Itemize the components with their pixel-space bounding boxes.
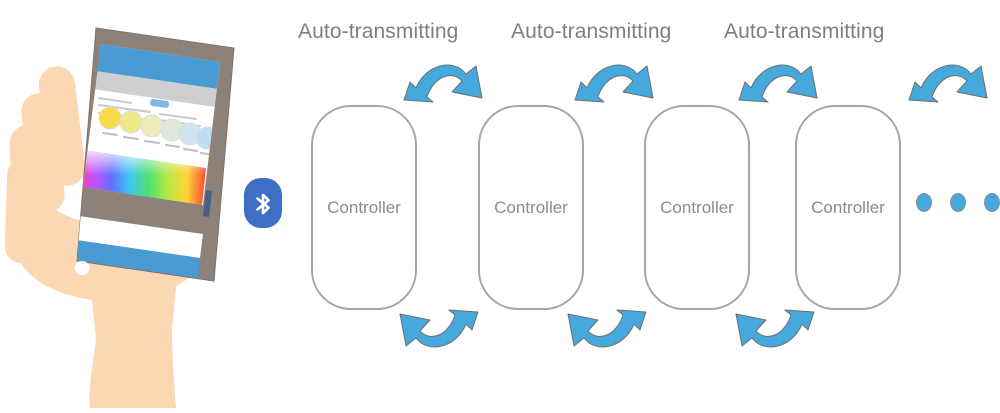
return-arrow-3-icon: [735, 309, 815, 348]
controller-label: Controller: [660, 197, 734, 217]
controller-chain: Auto-transmitting Auto-transmitting Auto…: [280, 0, 1000, 413]
controller-node-4[interactable]: Controller: [795, 105, 901, 310]
controller-label: Controller: [811, 197, 885, 217]
hand-holding-phone-illustration: [4, 27, 235, 408]
controller-node-3[interactable]: Controller: [644, 105, 750, 310]
app-nav-bar: [92, 71, 218, 107]
controller-label: Controller: [327, 197, 401, 217]
auto-transmit-arrow-1-icon: [403, 64, 483, 103]
controller-node-1[interactable]: Controller: [311, 105, 417, 310]
app-status-bar: [95, 44, 220, 89]
continuation-dot: [916, 192, 932, 212]
return-arrow-2-icon: [567, 309, 647, 348]
auto-transmitting-label-1: Auto-transmitting: [298, 20, 459, 43]
phone-footer-bar: [77, 240, 200, 278]
continuation-dots: [916, 190, 1000, 214]
auto-transmit-arrow-4-icon: [908, 64, 988, 103]
phone-side-button[interactable]: [203, 190, 212, 217]
earpiece-speaker: [160, 29, 210, 43]
bluetooth-icon[interactable]: [243, 177, 283, 229]
return-arrow-1-icon: [399, 309, 479, 348]
controller-label: Controller: [494, 197, 568, 217]
phone-lower-bar: [77, 216, 203, 258]
home-button[interactable]: [74, 261, 90, 275]
continuation-dot: [950, 192, 966, 212]
controller-node-2[interactable]: Controller: [478, 105, 584, 310]
auto-transmit-arrow-3-icon: [738, 64, 818, 103]
auto-transmit-arrow-2-icon: [574, 64, 654, 103]
auto-transmitting-label-3: Auto-transmitting: [724, 20, 885, 43]
app-action-chip: [150, 99, 170, 108]
continuation-dot: [984, 192, 1000, 212]
auto-transmitting-label-2: Auto-transmitting: [511, 20, 672, 43]
